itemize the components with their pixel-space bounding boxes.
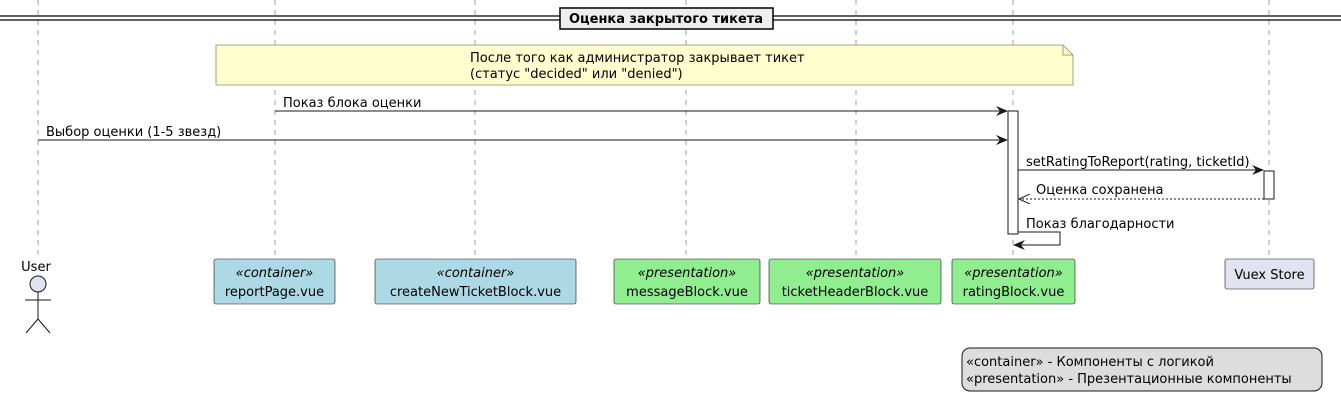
participant-report-stereotype: «container» — [236, 266, 314, 281]
participant-rating-stereotype: «presentation» — [964, 266, 1063, 281]
participant-message-stereotype: «presentation» — [638, 266, 737, 281]
participant-message-label: messageBlock.vue — [626, 285, 748, 300]
message-label-3: setRatingToReport(rating, ticketId) — [1026, 155, 1250, 170]
participant-create-label: createNewTicketBlock.vue — [390, 285, 561, 300]
participant-user-label: User — [21, 260, 51, 275]
legend-line-1: «container» - Компоненты с логикой — [966, 355, 1214, 370]
message-label-1: Показ блока оценки — [283, 96, 421, 111]
participant-header-stereotype: «presentation» — [806, 266, 905, 281]
activation-rating — [1007, 110, 1019, 235]
participant-header: «presentation» ticketHeaderBlock.vue — [768, 258, 942, 305]
note-line-1: После того как администратор закрывает т… — [470, 51, 805, 66]
message-label-2: Выбор оценки (1-5 звезд) — [46, 125, 221, 140]
note: После того как администратор закрывает т… — [215, 44, 1074, 86]
participant-create: «container» createNewTicketBlock.vue — [374, 258, 577, 305]
participant-rating: «presentation» ratingBlock.vue — [951, 258, 1076, 305]
participant-store: Vuex Store — [1224, 258, 1315, 290]
message-label-5: Показ благодарности — [1026, 217, 1175, 232]
participant-rating-label: ratingBlock.vue — [963, 285, 1065, 300]
message-label-4: Оценка сохранена — [1036, 183, 1164, 198]
section-title: Оценка закрытого тикета — [569, 12, 763, 27]
legend-line-2: «presentation» - Презентационные компоне… — [966, 372, 1292, 387]
participant-store-label: Vuex Store — [1234, 268, 1304, 283]
note-line-2: (статус "decided" или "denied") — [470, 67, 683, 82]
participant-create-stereotype: «container» — [437, 266, 515, 281]
actor-icon — [25, 275, 51, 334]
participant-report-label: reportPage.vue — [225, 285, 324, 300]
participant-message: «presentation» messageBlock.vue — [613, 258, 761, 305]
section-divider: Оценка закрытого тикета — [0, 7, 1341, 30]
participant-user: User — [21, 260, 51, 334]
activation-store — [1263, 170, 1275, 200]
message-arrow-5 — [1013, 231, 1061, 250]
participant-report: «container» reportPage.vue — [213, 258, 336, 305]
legend: «container» - Компоненты с логикой «pres… — [961, 347, 1323, 392]
participant-header-label: ticketHeaderBlock.vue — [782, 285, 929, 300]
